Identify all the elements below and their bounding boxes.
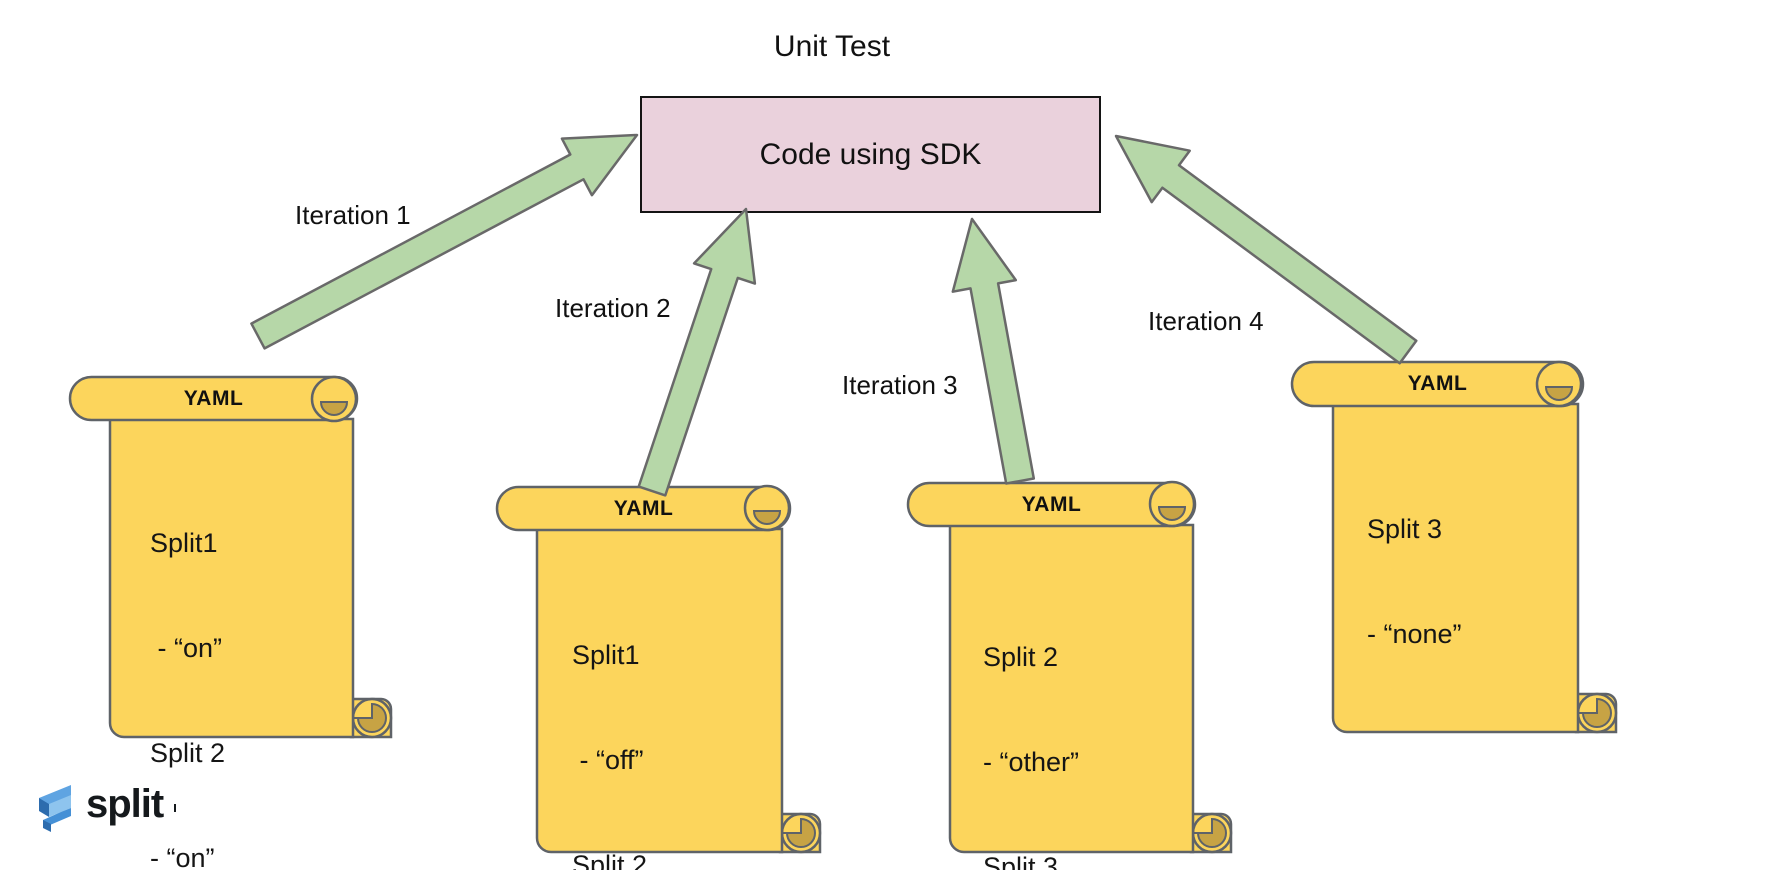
- scroll-4-content: Split 3 - “none”: [1367, 442, 1462, 722]
- split-logo-icon: [39, 785, 71, 832]
- scroll-1-line: - “on”: [150, 843, 215, 870]
- split-logo: split: [33, 782, 177, 832]
- scroll-2-body: [535, 527, 784, 854]
- scroll-1-line: - “on”: [150, 633, 223, 663]
- scroll-2-bottom-curl-roll: [785, 817, 816, 848]
- scroll-2-line: - “off”: [572, 745, 644, 775]
- scroll-1-body: [108, 417, 355, 739]
- scroll-1-line: Split 2: [150, 738, 226, 768]
- arrow-iteration-2: [637, 207, 757, 497]
- code-using-sdk-label: Code using SDK: [759, 137, 982, 171]
- scroll-shape-1: [68, 375, 393, 739]
- scroll-4-body: [1331, 402, 1580, 734]
- scroll-2-line: Split1: [572, 640, 640, 670]
- scroll-1-content: Split1 - “on” Split 2 - “on” Split 3 - “…: [150, 456, 236, 870]
- scroll-2-content: Split1 - “off” Split 2 - “off” Split 3 -…: [572, 568, 703, 870]
- scroll-2-header-label: YAML: [613, 496, 674, 520]
- scroll-4-top-curl-roll: [1544, 386, 1574, 401]
- arrow-label-iteration-4: Iteration 4: [1148, 306, 1264, 336]
- scroll-4-bottom-curl-roll: [1581, 697, 1612, 728]
- split-logo-text: split: [86, 782, 164, 826]
- scroll-3-line: - “other”: [983, 747, 1080, 777]
- scroll-4-line: Split 3: [1367, 514, 1443, 544]
- scroll-4-header-label: YAML: [1407, 372, 1468, 395]
- scroll-shape-4: [1290, 360, 1618, 734]
- scroll-3-header-label: YAML: [1021, 492, 1082, 516]
- arrow-label-iteration-2: Iteration 2: [555, 293, 671, 323]
- scroll-3-bottom-curl-roll: [1196, 817, 1227, 848]
- scroll-1-top-curl-roll: [319, 401, 349, 416]
- diagram-title: Unit Test: [773, 30, 891, 63]
- scroll-2-line: Split 2: [572, 850, 648, 870]
- scroll-3-line: Split 2: [983, 642, 1059, 672]
- trademark-mark-icon: [174, 804, 177, 812]
- scroll-3-top-curl-roll: [1157, 506, 1187, 521]
- scroll-2-top-curl-roll: [752, 510, 782, 525]
- scroll-3-content: Split 2 - “other” Split 3 - “low”: [983, 570, 1079, 870]
- arrow-label-iteration-3: Iteration 3: [842, 370, 958, 400]
- scroll-4-header: [1290, 360, 1585, 408]
- arrow-iteration-3: [951, 217, 1036, 485]
- scroll-shape-3: [906, 480, 1233, 854]
- scroll-1-line: Split1: [150, 528, 218, 558]
- scroll-shape-2: [495, 484, 822, 854]
- scroll-3-line: Split 3: [983, 852, 1059, 870]
- arrow-iteration-1: [250, 133, 639, 350]
- scroll-3-body: [948, 523, 1195, 854]
- code-using-sdk-box: [640, 96, 1101, 213]
- scroll-1-header-label: YAML: [183, 386, 244, 410]
- scroll-1-bottom-curl-roll: [356, 702, 387, 733]
- arrow-iteration-4: [1114, 134, 1418, 365]
- arrow-label-iteration-1: Iteration 1: [295, 200, 411, 230]
- scroll-4-line: - “none”: [1367, 619, 1462, 649]
